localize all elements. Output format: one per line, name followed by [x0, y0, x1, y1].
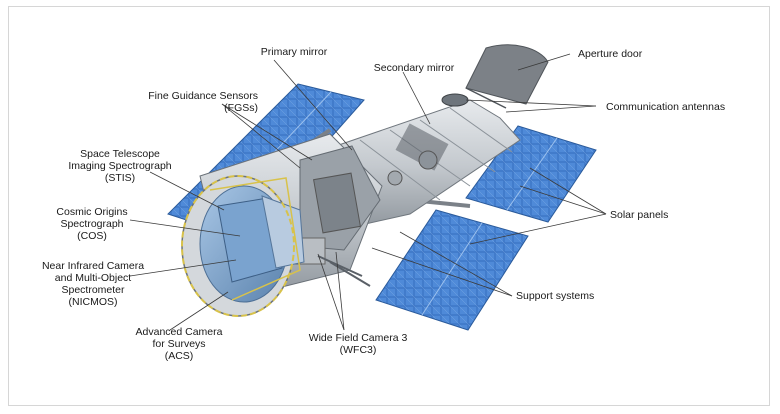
- label-nicmos: Near Infrared Camera and Multi-Object Sp…: [41, 260, 145, 308]
- solar-panel-lower-right: [375, 209, 529, 331]
- label-solar-panels: Solar panels: [610, 209, 669, 221]
- solar-panel-upper-right: [465, 125, 597, 223]
- label-acs: Advanced Camera for Surveys (ACS): [135, 326, 223, 362]
- label-support-systems: Support systems: [516, 290, 595, 302]
- instrument-bay: [181, 175, 305, 317]
- label-stis: Space Telescope Imaging Spectrograph (ST…: [68, 148, 172, 184]
- label-aperture-door: Aperture door: [578, 48, 643, 60]
- aperture-door: [441, 44, 549, 109]
- callout-lines: [129, 53, 607, 331]
- label-communication-antennas: Communication antennas: [606, 101, 726, 113]
- label-cos: Cosmic Origins Spectrograph (COS): [56, 206, 128, 242]
- label-primary-mirror: Primary mirror: [260, 46, 328, 58]
- label-wfc3: Wide Field Camera 3 (WFC3): [308, 332, 408, 356]
- label-secondary-mirror: Secondary mirror: [373, 62, 455, 74]
- label-fine-guidance-sensors: Fine Guidance Sensors (FGSs): [148, 90, 258, 114]
